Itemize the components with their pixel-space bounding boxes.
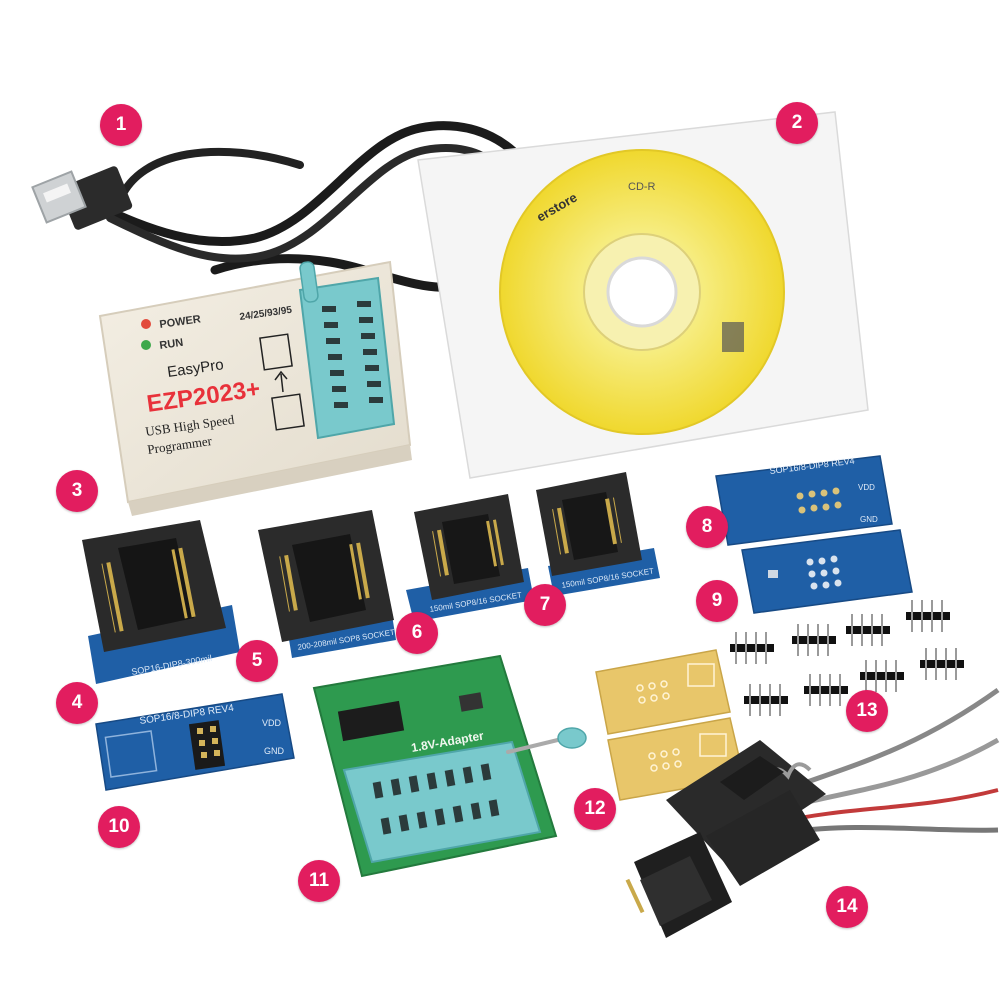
badge-1: 1 bbox=[100, 104, 142, 146]
badge-14: 14 bbox=[826, 886, 868, 928]
power-label: POWER bbox=[159, 313, 202, 331]
run-label: RUN bbox=[159, 337, 184, 352]
software-cd: erstore CD-R bbox=[417, 111, 869, 479]
board10-gnd: GND bbox=[264, 746, 285, 756]
pin-headers bbox=[730, 600, 964, 716]
badge-10: 10 bbox=[98, 806, 140, 848]
sop-dip-adapter-board-10: SOP16/8-DIP8 REV4 VDD GND bbox=[95, 693, 295, 791]
sop8-200mil-socket: 200-208mil SOP8 SOCKET bbox=[258, 510, 396, 658]
sop16-300mil-socket: SOP16-DIP8-300mil bbox=[82, 520, 240, 684]
board8-gnd: GND bbox=[860, 515, 878, 524]
badge-6: 6 bbox=[396, 612, 438, 654]
board8-vdd: VDD bbox=[858, 483, 875, 492]
cd-r-text: CD-R bbox=[628, 181, 656, 193]
board10-vdd: VDD bbox=[262, 718, 282, 728]
badge-12: 12 bbox=[574, 788, 616, 830]
badge-13: 13 bbox=[846, 690, 888, 732]
badge-11: 11 bbox=[298, 860, 340, 902]
badge-8: 8 bbox=[686, 506, 728, 548]
run-led-icon bbox=[141, 340, 151, 350]
soic-test-clip bbox=[622, 687, 1000, 938]
badge-3: 3 bbox=[56, 470, 98, 512]
badge-7: 7 bbox=[524, 584, 566, 626]
power-led-icon bbox=[141, 319, 151, 329]
badge-9: 9 bbox=[696, 580, 738, 622]
1-8v-adapter: 1.8V-Adapter bbox=[312, 654, 587, 878]
sop8-150mil-socket-b: 150mil SOP8/16 SOCKET bbox=[536, 472, 660, 596]
badge-5: 5 bbox=[236, 640, 278, 682]
programmer-device: POWER RUN 24/25/93/95 EasyPro EZP2023+ U… bbox=[98, 260, 412, 516]
sop8-150mil-socket-a: 150mil SOP8/16 SOCKET bbox=[406, 494, 534, 622]
badge-4: 4 bbox=[56, 682, 98, 724]
blue-adapter-board-9 bbox=[741, 529, 913, 614]
badge-2: 2 bbox=[776, 102, 818, 144]
sop-dip-adapter-board-8: SOP16/8-DIP8 REV4 VDD GND bbox=[715, 455, 893, 546]
